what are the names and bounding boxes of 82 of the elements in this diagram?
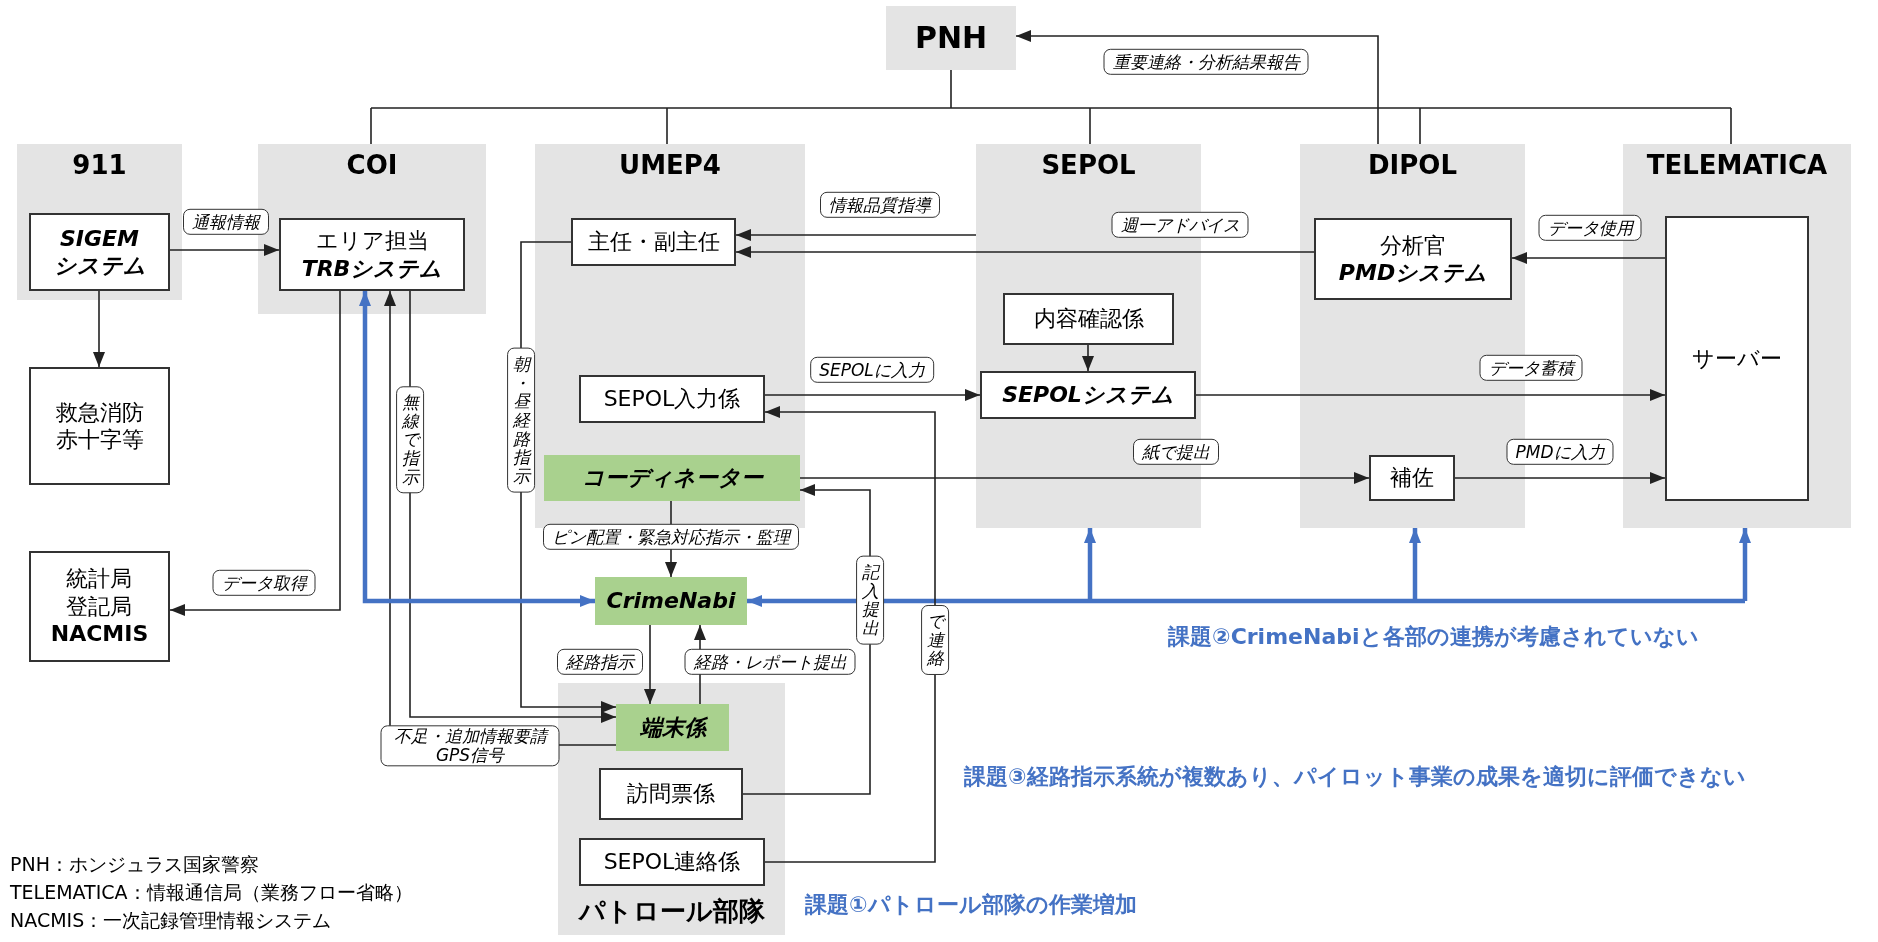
process-box: SEPOLシステム: [980, 371, 1196, 419]
connector-line: [666, 107, 668, 145]
arrow: [764, 406, 936, 863]
edge-label: ピン配置・緊急対応指示・監理: [543, 523, 799, 551]
highlighted-box: 端末係: [616, 704, 729, 751]
department-heading: パトロール部隊: [577, 895, 766, 928]
process-box: 補佐: [1369, 455, 1455, 501]
arrow: [799, 472, 1370, 484]
arrow: [1084, 528, 1096, 601]
process-box: SEPOL連絡係: [579, 838, 765, 886]
process-box: 主任・副主任: [571, 218, 736, 266]
issue-note: 課題①パトロール部隊の作業増加: [805, 891, 1137, 919]
arrow: [1015, 30, 1379, 145]
highlighted-box: CrimeNabi: [595, 577, 747, 625]
process-box: [29, 551, 170, 662]
box-label: エリア担当: [315, 227, 429, 255]
department-band: [535, 144, 805, 528]
process-box: 救急消防赤十字等: [29, 367, 170, 485]
edge-label: で連絡: [921, 604, 949, 676]
arrow: [1511, 252, 1666, 264]
arrow: [169, 244, 280, 256]
arrow: [644, 624, 656, 705]
process-box: 訪問票係: [599, 768, 743, 820]
edge-label: データ使用: [1538, 214, 1642, 242]
department-heading: COI: [345, 150, 399, 180]
edge-label: 紙で提出: [1133, 438, 1219, 466]
edge-label: 不足・追加情報要請 GPS信号: [380, 725, 560, 767]
department-band: [17, 144, 182, 300]
server-box: サーバー: [1665, 216, 1809, 501]
arrow: [735, 246, 1315, 258]
arrow: [359, 291, 595, 607]
edge-label: 経路・レポート提出: [684, 648, 856, 676]
edge-label: SEPOLに入力: [810, 356, 934, 384]
issue-note: 課題③経路指示系統が複数あり、パイロット事業の成果を適切に評価できない: [964, 763, 1746, 791]
department-band: [558, 683, 785, 935]
arrow: [735, 229, 977, 241]
edge-label: 記入提出: [856, 555, 884, 645]
department-heading: SEPOL: [1040, 150, 1137, 180]
highlighted-box: コーディネーター: [544, 455, 800, 501]
arrow: [1195, 389, 1666, 401]
edge-label: PMDに入力: [1506, 438, 1614, 466]
department-heading: 911: [71, 150, 128, 180]
edge-label: 重要連絡・分析結果報告: [1103, 48, 1309, 76]
edge-label: 無線で指示: [396, 386, 424, 494]
edge-label: 朝・昼経路指示: [507, 347, 535, 493]
department-heading: TELEMATICA: [1645, 150, 1829, 180]
arrow: [1454, 472, 1666, 484]
box-label: NACMIS: [50, 620, 149, 648]
issue-note: 課題②CrimeNabiと各部の連携が考慮されていない: [1168, 623, 1699, 651]
box-label: 分析官: [1380, 231, 1446, 259]
connector-line: [1089, 107, 1091, 145]
edge-label: データ取得: [212, 569, 316, 597]
edge-label: 通報情報: [183, 208, 269, 236]
edge-label: データ蓄積: [1479, 354, 1583, 382]
arrow: [1082, 344, 1094, 372]
arrow: [764, 389, 981, 401]
department-heading: DIPOL: [1367, 150, 1458, 180]
process-box: [279, 218, 465, 291]
arrow: [1409, 528, 1421, 601]
arrow: [93, 290, 105, 368]
abbreviation-note: PNH：ホンジュラス国家警察: [10, 852, 259, 877]
box-label: PMDシステム: [1338, 259, 1488, 287]
arrow: [169, 290, 341, 616]
process-box: [1314, 218, 1512, 300]
arrow: [1739, 528, 1751, 601]
box-label: TRBシステム: [301, 254, 443, 282]
edge-label: 経路指示: [557, 648, 643, 676]
link-line: [744, 595, 1745, 607]
department-heading: UMEP4: [618, 150, 722, 180]
abbreviation-note: NACMIS：一次記録管理情報システム: [10, 908, 332, 933]
connector-line: [1419, 107, 1421, 145]
edge-label: 情報品質指導: [820, 191, 940, 219]
box-label: 統計局登記局: [65, 565, 134, 621]
process-box: 内容確認係: [1003, 293, 1174, 345]
connector-line: [1730, 107, 1732, 145]
connector-line: [370, 107, 372, 145]
process-box: SIGEM システム: [29, 213, 170, 291]
edge-label: 週一アドバイス: [1111, 211, 1249, 239]
connector-line: [370, 69, 1732, 109]
abbreviation-note: TELEMATICA：情報通信局（業務フロー省略）: [10, 880, 413, 905]
header-box: PNH: [886, 6, 1016, 70]
process-box: SEPOL入力係: [579, 375, 765, 423]
